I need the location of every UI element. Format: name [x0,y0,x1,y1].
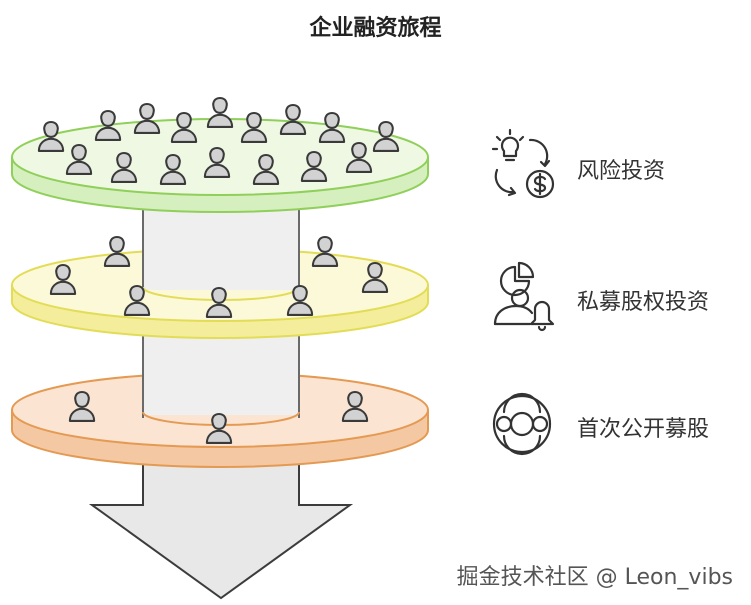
legend-label-ipo: 首次公开募股 [577,417,710,442]
pie-chart-person-bell-icon [493,261,555,332]
person-icon [133,102,161,134]
downward-arrow [88,459,354,600]
person-icon [103,235,131,267]
legend-label-private-equity: 私募股权投资 [577,290,710,315]
person-icon [206,96,234,128]
circular-network-icon [492,392,552,456]
watermark: 掘金技术社区 @ Leon_vibs [456,565,733,590]
person-icon [279,103,307,135]
diagram-title: 企业融资旅程 [309,16,442,41]
legend-label-venture-capital: 风险投资 [577,159,666,184]
person-icon [311,235,339,267]
lightbulb-money-cycle-icon [491,128,555,199]
